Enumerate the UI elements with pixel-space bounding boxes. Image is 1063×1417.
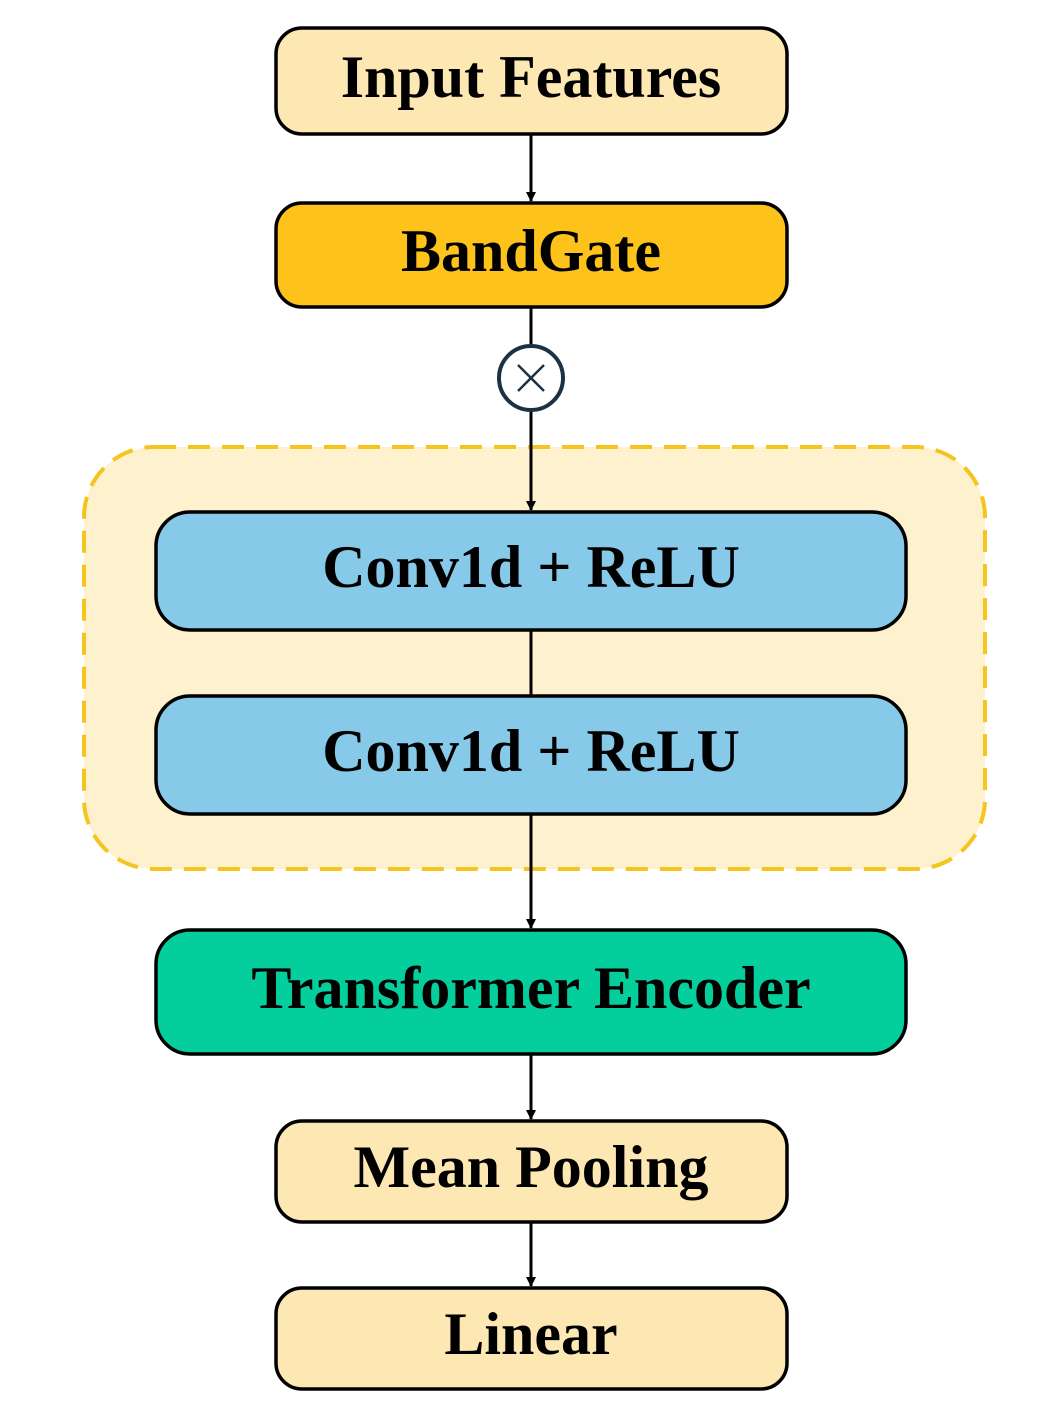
linear-label: Linear: [444, 1301, 617, 1367]
node-conv1d-relu-2: Conv1d + ReLU: [154, 694, 908, 816]
node-conv1d-relu-1: Conv1d + ReLU: [154, 510, 908, 632]
transformer-label: Transformer Encoder: [251, 955, 810, 1021]
input-features-label: Input Features: [341, 44, 722, 110]
mean-pooling-label: Mean Pooling: [354, 1134, 709, 1200]
conv2-label: Conv1d + ReLU: [322, 718, 740, 784]
multiply-icon: [497, 344, 565, 412]
node-linear: Linear: [274, 1286, 789, 1391]
bandgate-label: BandGate: [401, 218, 661, 284]
node-mean-pooling: Mean Pooling: [274, 1119, 789, 1224]
node-input-features: Input Features: [274, 26, 789, 136]
conv1-label: Conv1d + ReLU: [322, 534, 740, 600]
node-transformer-encoder: Transformer Encoder: [154, 928, 908, 1056]
node-bandgate: BandGate: [274, 201, 789, 309]
